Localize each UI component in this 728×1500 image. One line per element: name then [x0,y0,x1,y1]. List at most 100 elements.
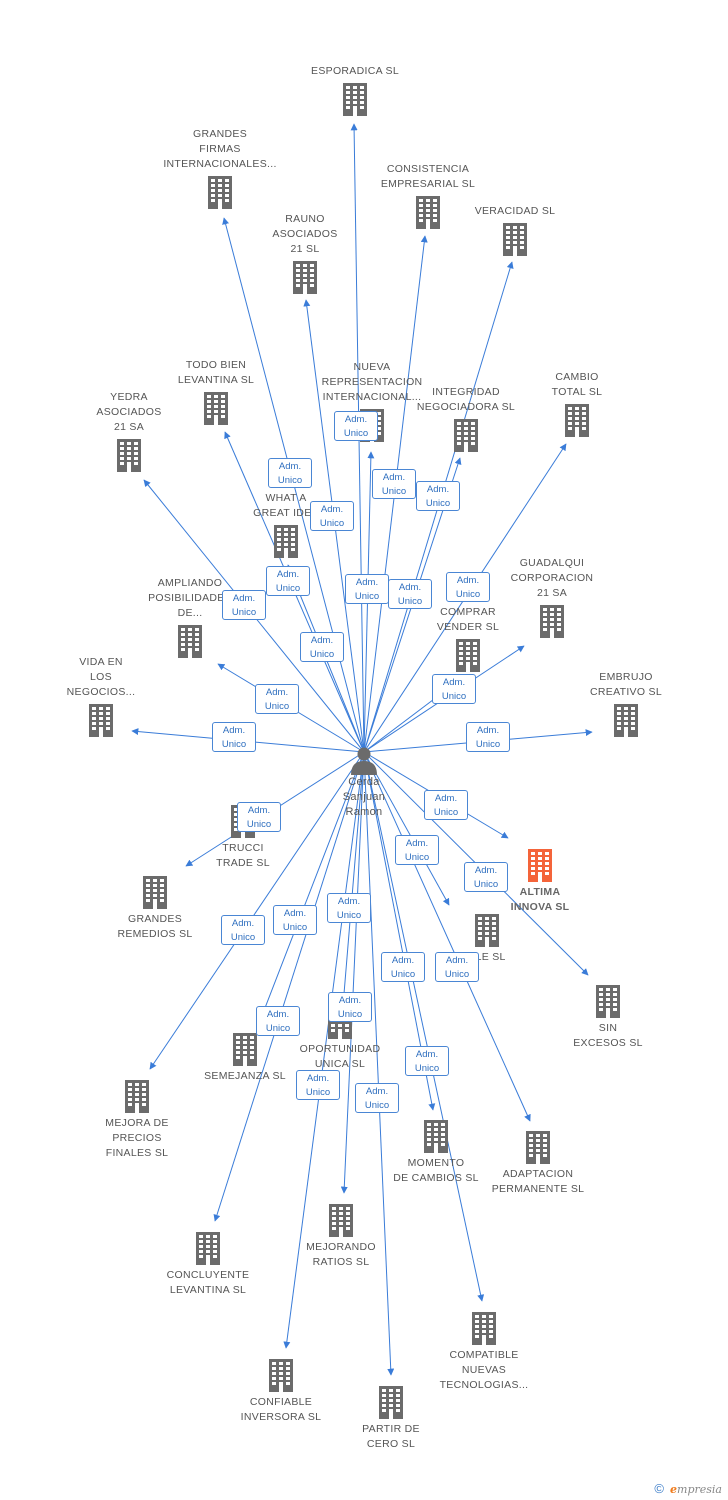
company-node-veracidad[interactable]: VERACIDAD SL [455,204,575,256]
building-icon [614,704,638,737]
company-label: PARTIR DE CERO SL [362,1423,420,1450]
building-icon [143,876,167,909]
company-label: VIDA EN LOS NEGOCIOS... [66,656,136,698]
edge-adaptacion [363,751,531,1122]
building-icon [528,849,552,882]
building-icon [208,176,232,209]
company-node-momento[interactable]: MOMENTO DE CAMBIOS SL [376,1119,496,1186]
role-badge-semejanza[interactable]: Adm. Unico [273,905,317,935]
role-badge-compatible[interactable]: Adm. Unico [405,1046,449,1076]
role-badge-ampliando[interactable]: Adm. Unico [255,684,299,714]
company-node-cambio-total[interactable]: CAMBIO TOTAL SL [517,370,637,437]
company-label: MEJORANDO RATIOS SL [306,1241,376,1268]
edge-compatible [363,751,485,1302]
role-badge-integridad[interactable]: Adm. Unico [446,572,490,602]
company-label: ALTIMA INNOVA SL [510,886,570,913]
company-node-vida-negocios[interactable]: VIDA EN LOS NEGOCIOS... [41,655,161,737]
company-node-ble[interactable]: BLE SL [427,913,547,965]
role-badge-mejora-precios[interactable]: Adm. Unico [221,915,265,945]
role-badge-partir-cero[interactable]: Adm. Unico [355,1083,399,1113]
building-icon [526,1131,550,1164]
building-icon [540,605,564,638]
role-badge-yedra[interactable]: Adm. Unico [222,590,266,620]
role-badge-concluyente[interactable]: Adm. Unico [256,1006,300,1036]
footer-credit: © empresia [654,1481,722,1496]
person-node[interactable]: Cerda Sanjuan Ramon [324,745,404,820]
company-node-rauno[interactable]: RAUNO ASOCIADOS 21 SL [245,212,365,294]
role-badge-consistencia[interactable]: Adm. Unico [372,469,416,499]
role-badge-guadalqui[interactable]: Adm. Unico [345,574,389,604]
company-node-semejanza[interactable]: SEMEJANZA SL [185,1032,305,1084]
role-badge-comprar-vender[interactable]: Adm. Unico [432,674,476,704]
company-node-sin-excesos[interactable]: SIN EXCESOS SL [548,984,668,1051]
role-badge-grandes-firmas[interactable]: Adm. Unico [268,458,312,488]
role-badge-cambio-total[interactable]: Adm. Unico [388,579,432,609]
role-badge-sin-excesos[interactable]: Adm. Unico [464,862,508,892]
building-icon [596,985,620,1018]
company-label: ESPORADICA SL [311,65,399,77]
role-badge-adaptacion[interactable]: Adm. Unico [435,952,479,982]
building-icon [89,704,113,737]
company-label: AMPLIANDO POSIBILIDADES DE... [148,577,232,619]
company-node-grandes-firmas[interactable]: GRANDES FIRMAS INTERNACIONALES... [160,127,280,209]
company-node-guadalqui[interactable]: GUADALQUI CORPORACION 21 SA [492,556,612,638]
role-badge-what-a-great[interactable]: Adm. Unico [300,632,344,662]
company-node-adaptacion[interactable]: ADAPTACION PERMANENTE SL [478,1130,598,1197]
company-node-embrujo[interactable]: EMBRUJO CREATIVO SL [566,670,686,737]
role-badge-todo-bien[interactable]: Adm. Unico [266,566,310,596]
company-node-concluyente[interactable]: CONCLUYENTE LEVANTINA SL [148,1231,268,1298]
company-node-esporadica[interactable]: ESPORADICA SL [295,64,415,116]
company-label: NUEVA REPRESENTACION INTERNACIONAL... [321,361,423,403]
person-icon [351,747,377,775]
company-node-partir-cero[interactable]: PARTIR DE CERO SL [331,1385,451,1452]
role-badge-momento[interactable]: Adm. Unico [381,952,425,982]
company-label: MOMENTO DE CAMBIOS SL [393,1157,479,1184]
company-node-yedra[interactable]: YEDRA ASOCIADOS 21 SA [69,390,189,472]
company-label: VERACIDAD SL [474,205,556,217]
company-node-mejora-precios[interactable]: MEJORA DE PRECIOS FINALES SL [77,1079,197,1161]
role-badge-mejorando[interactable]: Adm. Unico [328,992,372,1022]
company-node-grandes-remedios[interactable]: GRANDES REMEDIOS SL [95,875,215,942]
role-badge-altima[interactable]: Adm. Unico [424,790,468,820]
building-icon [424,1120,448,1153]
edge-partir-cero [363,751,395,1376]
person-name: Cerda Sanjuan Ramon [342,776,386,818]
role-badge-nueva-representacion[interactable]: Adm. Unico [334,411,378,441]
company-node-mejorando[interactable]: MEJORANDO RATIOS SL [281,1203,401,1270]
role-badge-trucci[interactable]: Adm. Unico [237,802,281,832]
building-icon [269,1359,293,1392]
role-badge-rauno[interactable]: Adm. Unico [310,501,354,531]
company-node-todo-bien[interactable]: TODO BIEN LEVANTINA SL [156,358,276,425]
role-badge-oportunidad[interactable]: Adm. Unico [327,893,371,923]
company-node-confiable[interactable]: CONFIABLE INVERSORA SL [221,1358,341,1425]
company-node-ampliando[interactable]: AMPLIANDO POSIBILIDADES DE... [130,576,250,658]
building-icon [454,419,478,452]
company-node-consistencia[interactable]: CONSISTENCIA EMPRESARIAL SL [368,162,488,229]
company-label: YEDRA ASOCIADOS 21 SA [96,391,162,433]
role-badge-confiable[interactable]: Adm. Unico [296,1070,340,1100]
building-icon [456,639,480,672]
building-icon [125,1080,149,1113]
company-label: GRANDES REMEDIOS SL [117,913,193,940]
copyright-symbol: © [654,1481,664,1496]
building-icon [274,525,298,558]
company-node-compatible[interactable]: COMPATIBLE NUEVAS TECNOLOGIAS... [424,1311,544,1393]
company-node-integridad[interactable]: INTEGRIDAD NEGOCIADORA SL [406,385,526,452]
company-label: CONFIABLE INVERSORA SL [240,1396,322,1423]
role-badge-ble[interactable]: Adm. Unico [395,835,439,865]
role-badge-embrujo[interactable]: Adm. Unico [466,722,510,752]
building-icon [204,392,228,425]
company-label: ADAPTACION PERMANENTE SL [491,1168,585,1195]
edge-mejora-precios [149,751,365,1070]
building-icon [196,1232,220,1265]
company-node-comprar-vender[interactable]: E COMPRAR VENDER SL [408,590,528,672]
building-icon [233,1033,257,1066]
role-badge-veracidad[interactable]: Adm. Unico [416,481,460,511]
company-node-altima[interactable]: ALTIMA INNOVA SL [480,848,600,915]
brand-logo[interactable]: empresia [670,1483,722,1496]
building-icon [117,439,141,472]
edge-semejanza [257,751,365,1027]
company-label: SEMEJANZA SL [204,1070,286,1082]
role-badge-vida-negocios[interactable]: Adm. Unico [212,722,256,752]
